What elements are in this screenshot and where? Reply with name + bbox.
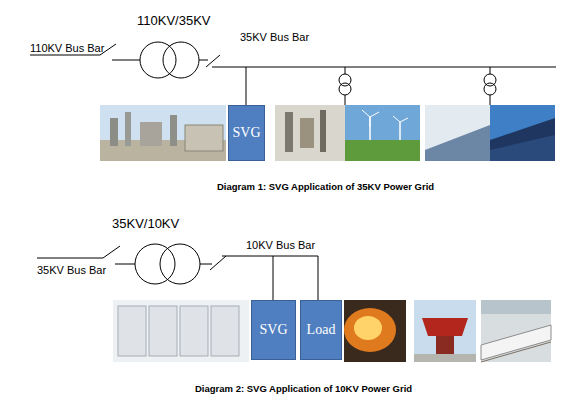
- device-box: SVG: [251, 300, 296, 360]
- bus-label: 35KV Bus Bar: [240, 31, 309, 43]
- photo-wind-farm: [275, 105, 420, 161]
- device-box: SVG: [228, 105, 265, 161]
- diagram-caption: Diagram 1: SVG Application of 35KV Power…: [217, 182, 434, 192]
- photo-furnace: [344, 300, 406, 362]
- diagram-caption: Diagram 2: SVG Application of 10KV Power…: [195, 384, 412, 394]
- wiring-2: [37, 244, 318, 300]
- transformer-winding: [140, 42, 176, 78]
- bus-bar: [222, 256, 318, 257]
- bus-label: 110KV Bus Bar: [30, 42, 104, 54]
- transformer-winding: [160, 244, 200, 284]
- photo-train: [481, 300, 551, 362]
- bus-label: 110KV/35KV: [137, 14, 210, 28]
- bus-label: 10KV Bus Bar: [246, 239, 315, 251]
- photo-solar: [425, 105, 555, 161]
- bus-bar: [212, 67, 556, 68]
- photo-substation: [100, 105, 226, 161]
- wiring-1: [30, 42, 556, 105]
- photo-cabinet: [113, 300, 249, 362]
- box-label: SVG: [259, 322, 287, 338]
- box-label: SVG: [232, 125, 260, 141]
- bus-label: 35KV Bus Bar: [37, 264, 106, 276]
- transformer-winding: [135, 244, 175, 284]
- bus-label: 35KV/10KV: [112, 217, 179, 231]
- device-box: Load: [300, 300, 342, 360]
- photo-pavilion: [414, 300, 476, 362]
- transformer-winding: [163, 42, 199, 78]
- box-label: Load: [307, 322, 336, 338]
